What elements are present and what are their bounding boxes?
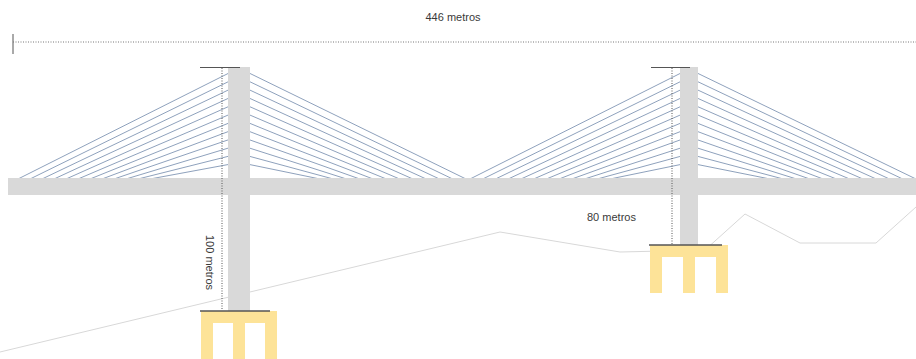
stay-cable [247,114,400,179]
height-dimension [222,68,223,310]
stay-cable [559,131,683,179]
stay-cable [695,72,916,179]
stay-cable [150,164,231,179]
stay-cable [695,80,903,179]
stay-cable [572,139,683,179]
stay-cable [695,97,876,179]
stay-cable [695,105,863,179]
stay-cable [695,89,889,179]
stay-cable [247,89,439,179]
stay-cable [247,72,466,179]
stay-cable [495,89,683,179]
dimension-label: 100 metros [204,232,217,291]
stay-cable [534,114,683,179]
stay-cable [78,114,231,179]
pylon-cap [200,67,240,68]
foundation [201,311,277,359]
pylon [228,67,250,311]
stay-cable [695,122,836,179]
pylon-cap [651,67,690,68]
dimension-label: 446 metros [423,11,482,24]
stay-cable [247,147,347,179]
stay-cable [695,156,783,179]
stay-cable [508,97,683,179]
stay-cable [695,131,823,179]
pylon [680,67,698,245]
stay-cable [247,122,386,179]
stay-cable [247,80,453,179]
stay-cable [30,80,231,179]
stay-cable [90,122,231,179]
foundation-top [200,310,270,312]
stay-cable [247,139,360,179]
stay-cable [546,122,683,179]
stay-cable [695,164,770,179]
stay-cable [483,80,683,179]
foundation [650,245,728,293]
stay-cable [54,97,231,179]
stay-cable [695,114,850,179]
stay-cable [247,131,373,179]
stay-cable [247,156,333,179]
stay-cable [66,105,231,179]
stay-cable [247,97,426,179]
dimension-tick [13,34,14,54]
dimension-label: 80 metros [585,211,638,224]
stay-cable [585,147,683,179]
stay-cable [597,156,683,179]
stay-cable [126,147,231,179]
dimension-line [13,42,916,43]
stay-cable [695,139,810,179]
stay-cable [695,147,797,179]
stay-cable [102,131,231,179]
stay-cable [470,72,683,179]
foundation-top [649,244,722,246]
height-dimension [672,68,673,244]
stay-cable [42,89,231,179]
stay-cables [18,72,916,179]
stay-cable [114,139,231,179]
stay-cable [247,105,413,179]
terrain-line [0,207,916,352]
stay-cable [521,105,683,179]
stay-cable [247,164,320,179]
stay-cable [18,72,231,179]
stay-cable [138,156,231,179]
bridge-deck [8,178,916,195]
